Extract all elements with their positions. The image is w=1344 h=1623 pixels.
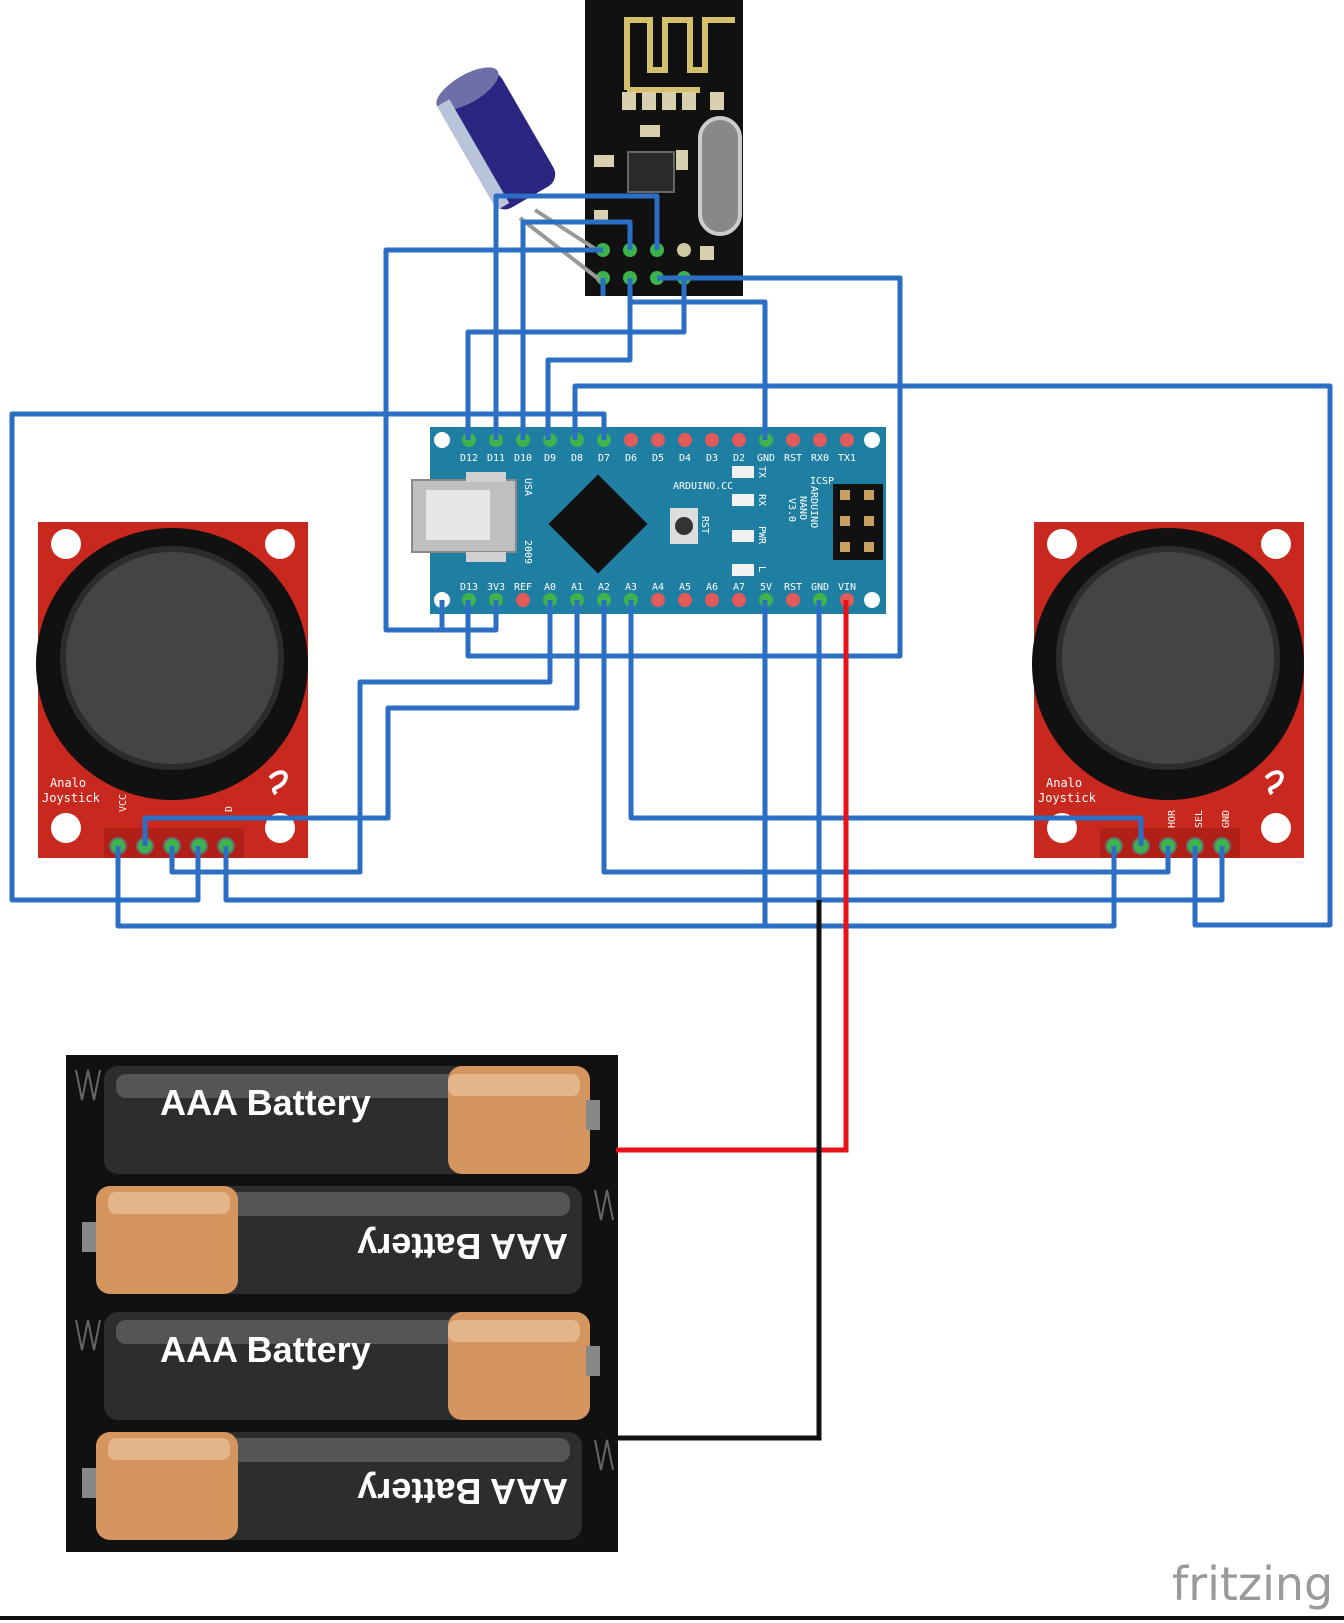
arduino-top-pin-label: D10: [514, 453, 532, 464]
arduino-top-pin-label: D2: [733, 453, 745, 464]
arduino-top-pin: [786, 433, 800, 447]
joystick-right-label-2: Joystick: [1038, 791, 1097, 805]
joystick-left-pin-label-5: D: [224, 806, 235, 812]
arduino-top-pin: [840, 433, 854, 447]
arduino-bottom-pin: [678, 593, 692, 607]
arduino-bottom-pin: [705, 593, 719, 607]
arduino-bottom-pin-label: A6: [706, 582, 718, 593]
nrf24-module: [585, 0, 743, 296]
arduino-top-pin-label: GND: [757, 453, 775, 464]
arduino-bottom-pin-label: GND: [811, 582, 829, 593]
arduino-bottom-pins: D13 3V3 REF A0 A1 A2 A3 A4 A5 A6 A7 5V RST GND VIN: [460, 582, 856, 607]
arduino-top-pins: D12 D11 D10 D9 D8 D7 D6 D5 D4 D3 D2 GND RST RX0 TX1: [460, 433, 856, 464]
fritzing-logo: fritzing: [1172, 1557, 1333, 1611]
arduino-top-pin-label: D7: [598, 453, 610, 464]
arduino-top-pin: [678, 433, 692, 447]
arduino-top-pin: [813, 433, 827, 447]
arduino-top-pin-label: D4: [679, 453, 691, 464]
joystick-right-pin-label-4: SEL: [1194, 810, 1205, 828]
battery-1: AAA Battery: [104, 1066, 600, 1174]
battery-4: AAA Battery: [82, 1432, 582, 1540]
joystick-right: Analo Joystick HOR SEL GND: [1032, 522, 1304, 858]
arduino-bottom-pin: [516, 593, 530, 607]
led-label-rx: RX: [756, 494, 767, 506]
arduino-bottom-pin-label: REF: [514, 582, 532, 593]
battery-4-label: AAA Battery: [357, 1471, 568, 1512]
arduino-bottom-pin-label: A3: [625, 582, 637, 593]
arduino-bottom-pin: [786, 593, 800, 607]
arduino-bottom-pin-label: D13: [460, 582, 478, 593]
capacitor: [436, 67, 602, 282]
arduino-bottom-pin-label: A4: [652, 582, 664, 593]
arduino-bottom-pin-label: A2: [598, 582, 610, 593]
joystick-right-pin-label-5: GND: [1221, 810, 1232, 828]
arduino-bottom-pin-label: RST: [784, 582, 802, 593]
arduino-top-pin-label: RST: [784, 453, 802, 464]
led-label-tx: TX: [756, 466, 767, 478]
arduino-rst-label: RST: [699, 516, 710, 534]
arduino-model-line-1: ARDUINO: [808, 486, 819, 528]
battery-2: AAA Battery: [82, 1186, 582, 1294]
led-label-pwr: PWR: [756, 526, 767, 545]
arduino-bottom-pin-label: A5: [679, 582, 691, 593]
arduino-bottom-pin-label: 3V3: [487, 582, 505, 593]
arduino-bottom-pin-label: A7: [733, 582, 745, 593]
arduino-top-pin-label: TX1: [838, 453, 856, 464]
joystick-right-label-1: Analo: [1046, 776, 1082, 790]
arduino-bottom-pin-label: 5V: [760, 582, 772, 593]
arduino-icsp-label: ICSP: [810, 476, 834, 487]
joystick-left-label-2: Joystick: [42, 791, 101, 805]
battery-2-label: AAA Battery: [357, 1226, 568, 1267]
sparkfun-flame-icon: [1264, 770, 1284, 796]
arduino-top-pin: [651, 433, 665, 447]
joystick-left: Analo Joystick VCC D: [36, 522, 308, 858]
arduino-usa-label: USA: [522, 478, 533, 496]
arduino-model-line-3: V3.0: [786, 498, 797, 522]
arduino-top-pin-label: D9: [544, 453, 556, 464]
arduino-top-pin-label: D12: [460, 453, 478, 464]
joystick-left-pin-label-1: VCC: [118, 794, 129, 812]
joystick-left-label-1: Analo: [50, 776, 86, 790]
battery-3: AAA Battery: [104, 1312, 600, 1420]
battery-3-label: AAA Battery: [160, 1329, 371, 1370]
arduino-top-pin-label: D6: [625, 453, 637, 464]
arduino-bottom-pin-label: A1: [571, 582, 583, 593]
arduino-year-label: 2009: [522, 540, 533, 564]
blue-wires: [9, 193, 1333, 929]
arduino-nano: ARDUINO.CC ICSP USA 2009 RST ARDUINO NAN…: [411, 427, 886, 614]
battery-pack: AAA Battery AAA Battery AAA Battery: [66, 1055, 618, 1552]
arduino-top-pin: [624, 433, 638, 447]
arduino-top-pin-label: D8: [571, 453, 583, 464]
arduino-model-line-2: NANO: [797, 496, 808, 520]
arduino-bottom-pin: [732, 593, 746, 607]
arduino-top-pin-label: D11: [487, 453, 505, 464]
arduino-bottom-pin-label: VIN: [838, 582, 856, 593]
sparkfun-flame-icon: [268, 770, 288, 796]
led-label-l: L: [756, 566, 767, 572]
arduino-top-pin-label: D3: [706, 453, 718, 464]
arduino-top-pin: [705, 433, 719, 447]
arduino-top-pin-label: D5: [652, 453, 664, 464]
power-wires: [616, 600, 849, 1441]
arduino-bottom-pin: [651, 593, 665, 607]
arduino-top-pin-label: RX0: [811, 453, 829, 464]
arduino-top-pin: [732, 433, 746, 447]
arduino-bottom-pin-label: A0: [544, 582, 556, 593]
arduino-brand: ARDUINO.CC: [673, 481, 733, 492]
joystick-right-pin-label-3: HOR: [1167, 809, 1178, 828]
battery-1-label: AAA Battery: [160, 1082, 371, 1123]
